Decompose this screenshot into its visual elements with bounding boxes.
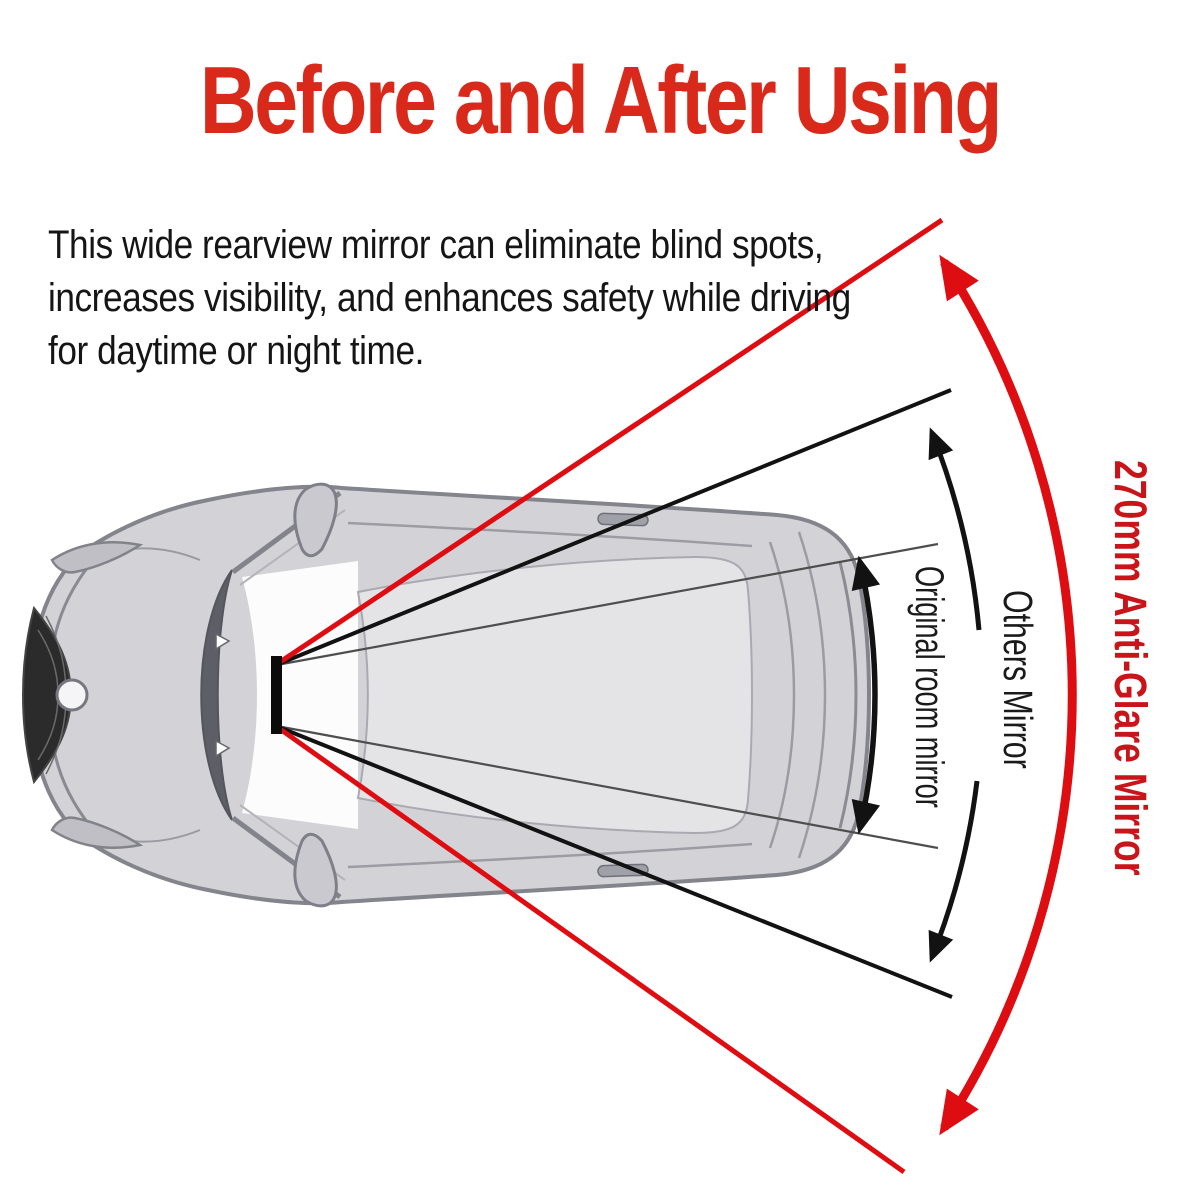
- roof-panel: [242, 561, 358, 829]
- label-original-room-mirror: Original room mirror: [907, 566, 951, 808]
- page-title-text: Before and After Using: [199, 47, 1003, 154]
- antiglare-arc-double-arrow: [939, 254, 1077, 1136]
- description-line-3: for daytime or night time.: [48, 329, 424, 373]
- hatch-frame-inner: [768, 541, 796, 849]
- hatch-frame-outer: [797, 531, 827, 859]
- fov-lines: [278, 217, 953, 1175]
- fov-line-antiglare-bottom: [278, 726, 906, 1175]
- side-rail-bottom: [347, 842, 753, 869]
- fov-line-others-top: [280, 388, 952, 665]
- rear-glass: [356, 555, 754, 835]
- wiper-nozzle-top: [215, 632, 231, 651]
- page-title: Before and After Using: [0, 46, 1200, 156]
- fov-line-antiglare-top: [278, 217, 944, 665]
- description-text: This wide rearview mirror can eliminate …: [48, 219, 851, 378]
- label-270mm-anti-glare-mirror: 270mm Anti-Glare Mirror: [1105, 460, 1156, 876]
- fov-line-original-top: [281, 542, 939, 666]
- description-line-1: This wide rearview mirror can eliminate …: [48, 223, 824, 267]
- label-others-mirror: Others Mirror: [995, 590, 1041, 769]
- side-mirror-bottom: [293, 832, 338, 908]
- brand-emblem: [55, 678, 89, 712]
- front-grille: [21, 605, 73, 785]
- original-mirror-arc-double-arrow: [851, 555, 881, 835]
- headlight-top: [50, 541, 144, 574]
- headlight-bottom: [50, 816, 144, 849]
- wiper-nozzle-bottom: [215, 739, 231, 758]
- fov-line-others-bottom: [280, 726, 953, 999]
- interior-mirror-marker: [271, 656, 282, 734]
- description-line-2: increases visibility, and enhances safet…: [48, 276, 851, 320]
- side-mirror-top: [293, 482, 338, 558]
- car-top-view-icon: [21, 482, 872, 908]
- fov-line-original-bottom: [281, 725, 939, 850]
- fov-arcs: [851, 254, 1077, 1136]
- side-rail-top: [347, 521, 753, 548]
